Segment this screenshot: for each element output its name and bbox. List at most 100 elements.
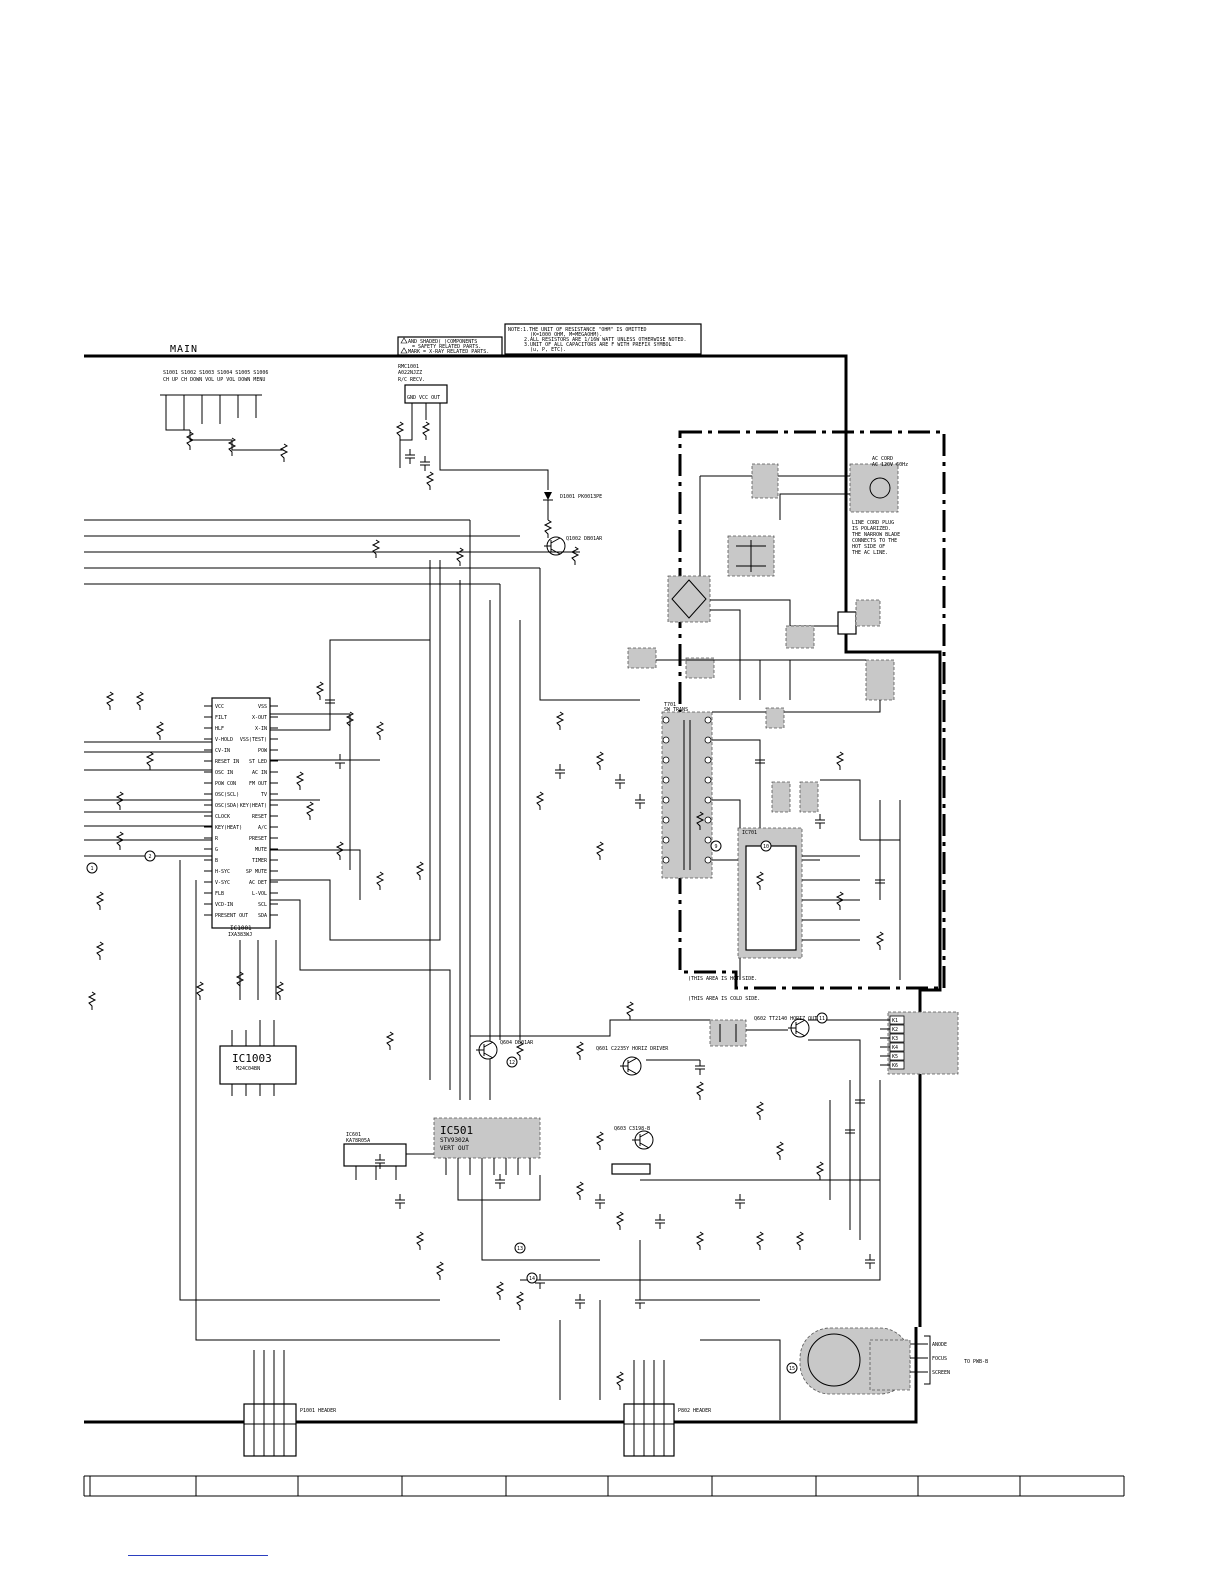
callout-number: 13 (517, 1246, 523, 1252)
resistor (371, 539, 381, 558)
t701-pin (662, 716, 670, 724)
svg-text:FOCUS: FOCUS (932, 1356, 947, 1362)
svg-text:(K=1000 OHM, M=MEGAOHM).: (K=1000 OHM, M=MEGAOHM). (530, 332, 602, 338)
capacitor (635, 1294, 645, 1309)
capacitor (695, 1060, 705, 1075)
line-cord-note-line: CONNECTS TO THE (852, 538, 897, 544)
resistor (835, 891, 845, 910)
svg-text:IC1001: IC1001 (230, 925, 252, 932)
ic1001-pin-right-label: VSS (258, 704, 267, 710)
resistor (115, 791, 125, 810)
ic1001-pin-right-label: L-VOL (252, 891, 267, 897)
left-signal-bus (84, 519, 640, 1341)
bottom-connector-p802: P802 HEADER (623, 1360, 712, 1457)
resistor (835, 751, 845, 770)
resistor (375, 871, 385, 890)
ic1001-pin-right-label: KEY(HEAT) (240, 803, 267, 809)
capacitor (335, 754, 345, 769)
resistor (279, 443, 289, 462)
capacitor (815, 814, 825, 829)
svg-text:= SAFETY RELATED PARTS.: = SAFETY RELATED PARTS. (412, 344, 481, 350)
svg-text:NOTE:1.THE UNIT OF RESISTANCE: NOTE:1.THE UNIT OF RESISTANCE "OHM" IS O… (508, 327, 646, 333)
ic-r705 (765, 707, 785, 729)
svg-text:ANODE: ANODE (932, 1342, 947, 1348)
resistor (87, 991, 97, 1010)
capacitor (845, 1124, 855, 1139)
capacitor (755, 754, 765, 769)
resistor (105, 691, 115, 710)
resistor (115, 831, 125, 850)
ic1001-pin-left-label: CV-IN (215, 748, 230, 754)
thermistor-th701 (627, 647, 657, 669)
resistor (515, 1041, 525, 1060)
k-pin-label: K1 (892, 1018, 898, 1024)
resistor (315, 681, 325, 700)
resistor (695, 1231, 705, 1250)
resistor (755, 1231, 765, 1250)
capacitor (635, 794, 645, 809)
ic1001-pin-left-label: CLOCK (215, 814, 230, 820)
callout-circle (786, 1362, 798, 1374)
ic1001-pin-right-label: ST LED (249, 759, 267, 765)
ic501-vertical-out: IC501 STV9302A VERT OUT (433, 1117, 600, 1261)
ic1003-eeprom: IC1003 M24C04BN (219, 1020, 297, 1096)
resistor (135, 691, 145, 710)
callout-circle (144, 850, 156, 862)
ic1001-pin-right-label: POW (258, 748, 268, 754)
svg-text:S1001 S1002 S1003 S1004 S1005: S1001 S1002 S1003 S1004 S1005 S1006 (163, 370, 268, 376)
degauss-connector (837, 611, 857, 635)
capacitor (875, 874, 885, 889)
callout-number: 9 (714, 844, 717, 850)
t701-pin (704, 836, 712, 844)
svg-text:SCREEN: SCREEN (932, 1370, 950, 1376)
ic1001-pin-right-label: SP MUTE (246, 869, 267, 875)
callout-circle (514, 1242, 526, 1254)
svg-text:CH UP CH DOWN VOL UP VOL DO: CH UP CH DOWN VOL UP VOL DOWN MENU (163, 377, 265, 383)
hot-side-boundary (678, 430, 946, 990)
varistor-vr702 (865, 659, 895, 701)
posistor-px701 (785, 625, 815, 649)
svg-text:R/C RECV.: R/C RECV. (398, 377, 425, 383)
ic1001-pin-left-label: R (215, 836, 219, 842)
k-pin-label: K2 (892, 1027, 898, 1033)
svg-text:VERT OUT: VERT OUT (440, 1145, 469, 1152)
capacitor (735, 1194, 745, 1209)
svg-text:AND SHADED( )COMPONENTS: AND SHADED( )COMPONENTS (408, 339, 477, 345)
resistor (395, 421, 405, 440)
ic1001-pin-left-label: RESET IN (215, 759, 239, 765)
svg-text:IC1003: IC1003 (232, 1052, 272, 1065)
ic1001-microcontroller: IC1001 IXA383WJ VCCFILTHLFV-HOLDCV-INRES… (204, 697, 278, 938)
resistor (335, 841, 345, 860)
resistor (625, 1001, 635, 1020)
resistor (695, 811, 705, 830)
svg-text:T701: T701 (664, 702, 676, 708)
ic1001-pin-left-label: PRESENT OUT (215, 913, 248, 919)
resistor-r707 (799, 781, 819, 813)
resistor (95, 941, 105, 960)
ic1001-pin-right-label: VSS(TEST) (240, 737, 267, 743)
resistor (595, 841, 605, 860)
ic1001-pin-right-label: PRESET (249, 836, 267, 842)
resistor (421, 421, 431, 440)
capacitor (555, 764, 565, 779)
ic1001-pin-right-label: AC IN (252, 770, 267, 776)
svg-text:STV9302A: STV9302A (440, 1137, 469, 1144)
t701-pin (662, 836, 670, 844)
horiz-drive-transformer (709, 1019, 747, 1047)
t701-pin (662, 856, 670, 864)
resistor (875, 931, 885, 950)
callout-circle (710, 840, 722, 852)
ic1001-pin-right-label: RESET (252, 814, 267, 820)
resistor (295, 771, 305, 790)
relay-rly701 (751, 463, 779, 499)
ic1001-pin-left-label: OSC(SCL) (215, 792, 239, 798)
transistor-q601: Q601 C2235Y HORIZ DRIVER (596, 1046, 669, 1076)
svg-text:M24C04BN: M24C04BN (236, 1066, 260, 1072)
resistor (595, 751, 605, 770)
ic1001-pin-right-label: A/C (258, 825, 267, 831)
resistor (455, 547, 465, 566)
